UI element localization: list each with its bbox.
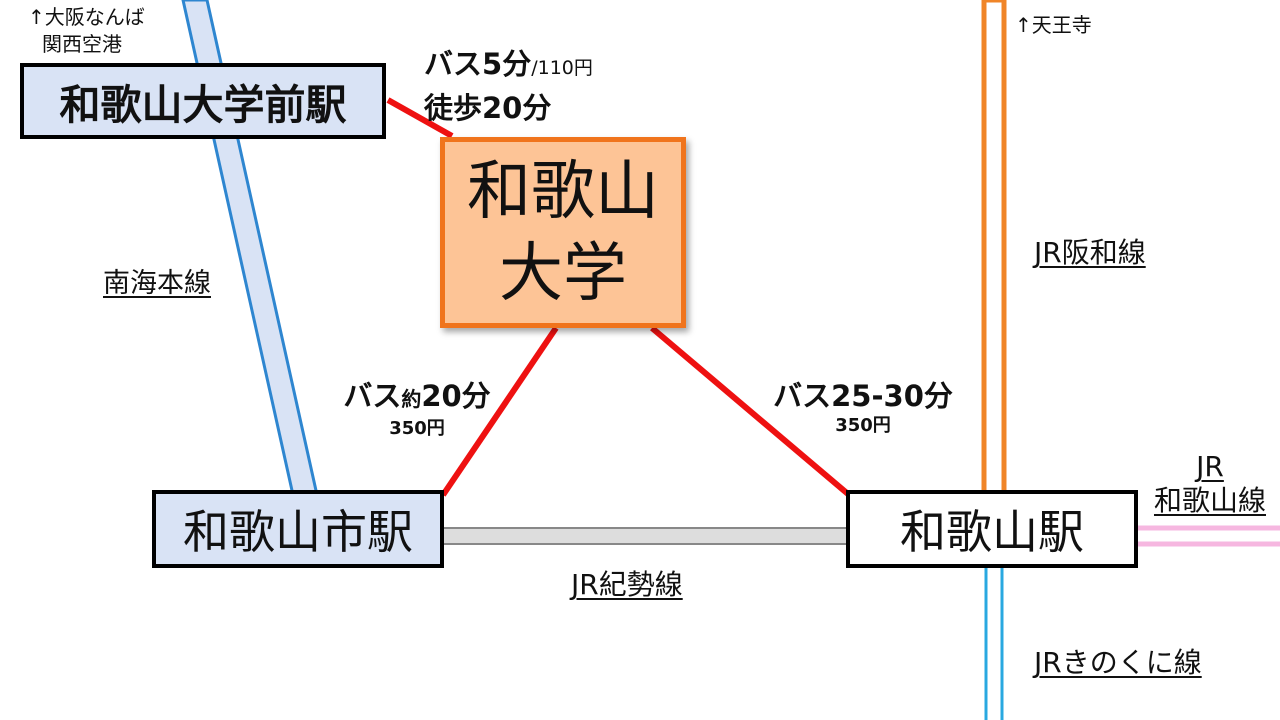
route-shi-bus-text: バス <box>343 379 402 413</box>
route-wakayama-bus: バス25-30分 <box>760 378 966 414</box>
kinokuni-line-label: JRきのくに線 <box>1034 646 1202 679</box>
wakayama-university[interactable]: 和歌山 大学 <box>440 137 686 328</box>
route-shi-time: 20分 <box>421 379 491 413</box>
wakayama-line-label-line2: 和歌山線 <box>1153 484 1266 517</box>
nankai-line-label: 南海本線 <box>103 268 211 299</box>
kinokuni-line <box>984 564 1004 720</box>
route-wakayama-bus-text: バス <box>773 379 832 413</box>
kisei-line-label: JR紀勢線 <box>571 568 683 601</box>
route-daigakumae-bus-text: バス <box>424 47 483 81</box>
route-shi-bus: バス約20分 <box>333 378 501 417</box>
station-wakayama-daigakumae-label: 和歌山大学前駅 <box>59 81 347 129</box>
station-wakayamashi[interactable]: 和歌山市駅 <box>152 490 444 568</box>
north-direction-line2: 関西空港 <box>42 32 122 56</box>
route-daigakumae-walk: 徒歩20分 <box>424 91 552 125</box>
station-wakayama-label: 和歌山駅 <box>900 505 1084 559</box>
north-direction-line1: ↑大阪なんば <box>28 5 145 29</box>
kisei-line <box>439 527 853 545</box>
route-wakayama-label: バス25-30分 350円 <box>760 378 966 438</box>
route-shi <box>440 326 559 497</box>
station-wakayama-daigakumae[interactable]: 和歌山大学前駅 <box>20 63 386 139</box>
tennoji-direction-label: ↑天王寺 <box>1015 13 1092 37</box>
station-wakayama[interactable]: 和歌山駅 <box>846 490 1138 568</box>
wakayama-university-label-line1: 和歌山 <box>467 154 659 229</box>
wakayama-line-label: JR 和歌山線 <box>1146 450 1274 518</box>
route-wakayama <box>650 325 850 497</box>
station-wakayamashi-label: 和歌山市駅 <box>183 505 413 559</box>
route-shi-approx: 約 <box>401 387 422 411</box>
route-shi-label: バス約20分 350円 <box>333 378 501 441</box>
hanwa-line <box>981 0 1007 498</box>
route-daigakumae-bus-time: 5分 <box>482 47 532 81</box>
north-direction-label: ↑大阪なんば 関西空港 <box>28 4 145 58</box>
wakayama-line <box>1132 525 1280 547</box>
route-daigakumae-bus: バス5分/110円 <box>424 44 593 88</box>
route-daigakumae-fare: /110円 <box>531 57 593 79</box>
route-daigakumae-label: バス5分/110円 徒歩20分 <box>424 44 593 128</box>
route-daigakumae <box>386 97 454 139</box>
route-wakayama-time: 25-30分 <box>831 379 953 413</box>
wakayama-line-label-line1: JR <box>1196 450 1224 483</box>
route-shi-fare: 350円 <box>389 418 445 439</box>
route-wakayama-fare: 350円 <box>835 415 891 436</box>
wakayama-university-label-line2: 大学 <box>499 236 627 311</box>
hanwa-line-label: JR阪和線 <box>1034 236 1146 269</box>
